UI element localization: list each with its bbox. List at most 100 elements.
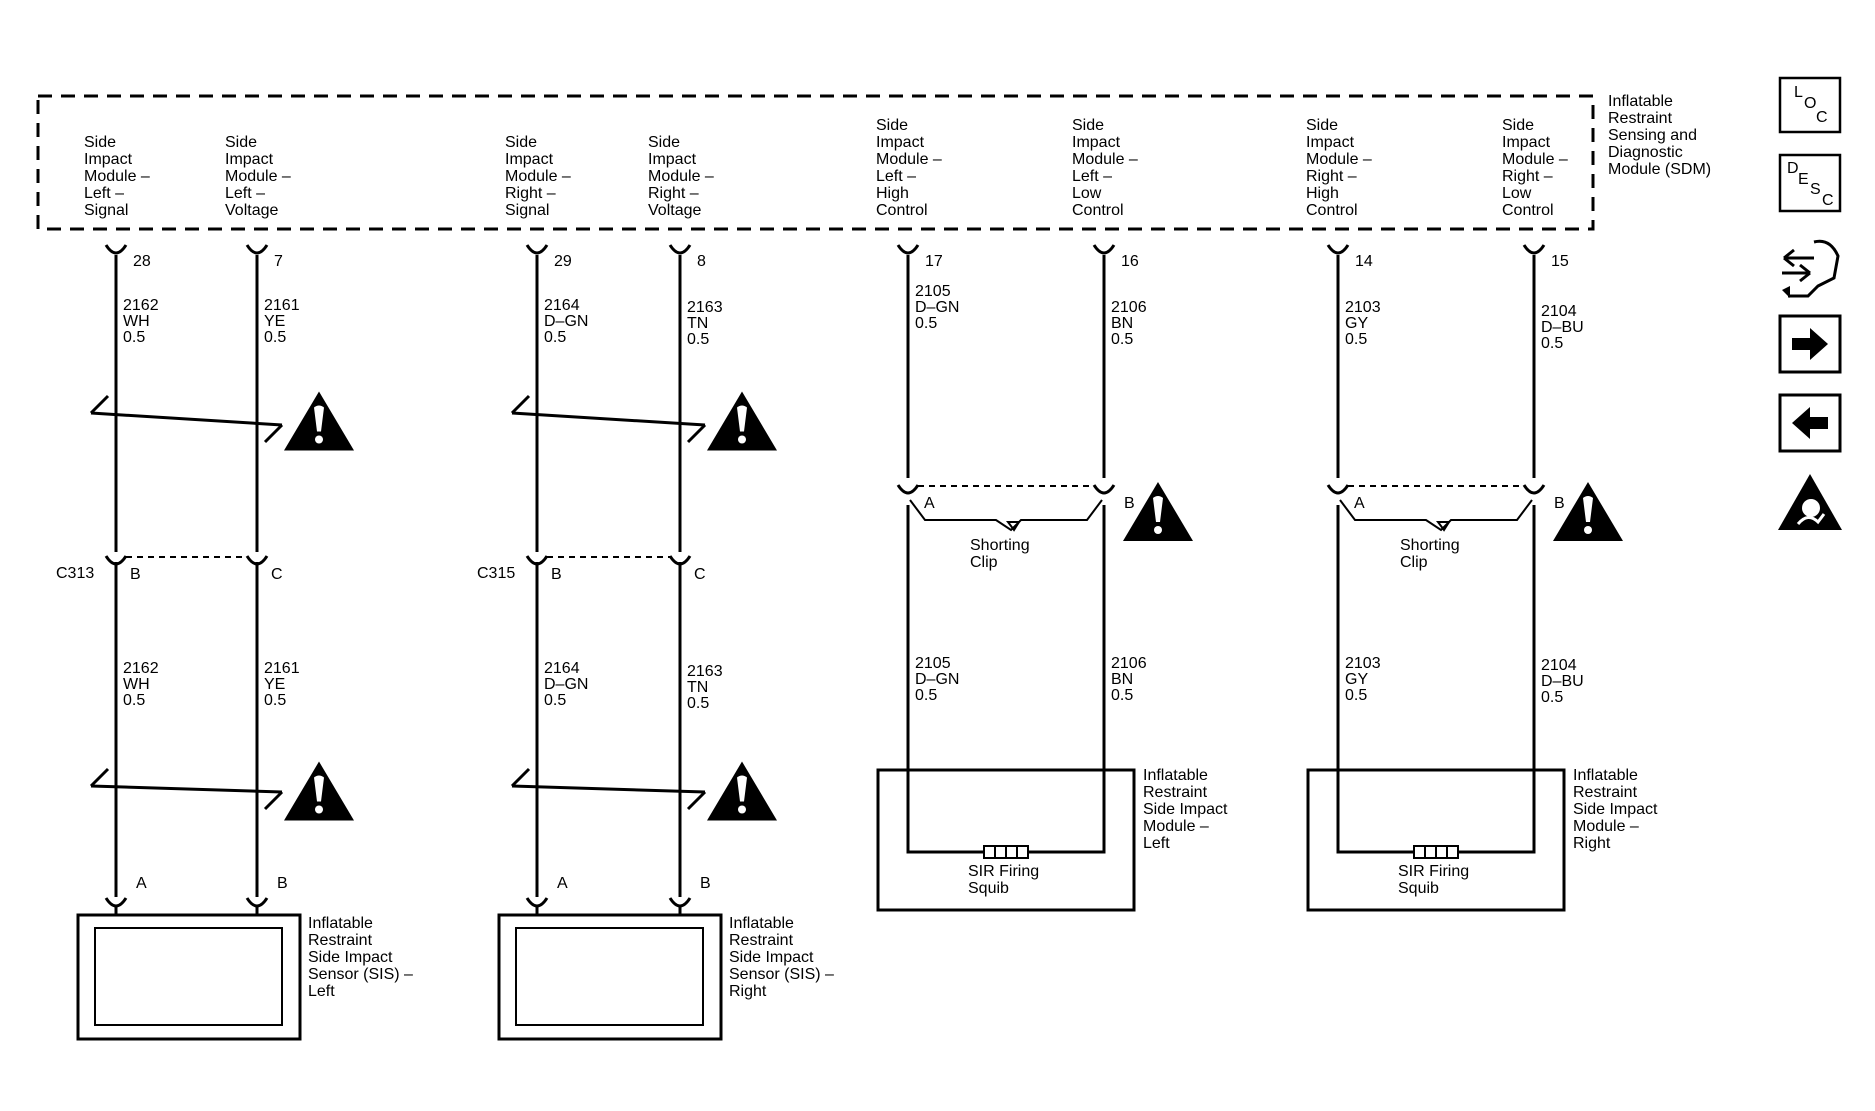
twist-line xyxy=(511,411,706,427)
terminal-label: Left – xyxy=(225,185,265,202)
terminal-label: Left – xyxy=(1072,168,1112,185)
wire-spec: 2161 xyxy=(264,297,300,314)
squib-label-line: SIR Firing xyxy=(1398,863,1469,880)
connector-cup xyxy=(1326,484,1350,495)
terminal-cup xyxy=(1326,244,1350,255)
terminal-label: Impact xyxy=(1502,134,1551,151)
arrow-left-part xyxy=(1783,248,1814,268)
terminal-label: Left – xyxy=(84,185,124,202)
wire-spec: D–GN xyxy=(544,676,588,693)
pin-number: 14 xyxy=(1355,253,1373,270)
wire-spec: D–GN xyxy=(544,313,588,330)
sensor-cup xyxy=(668,897,692,908)
pin-number: 29 xyxy=(554,253,572,270)
wire-spec: 0.5 xyxy=(915,315,937,332)
previous-button[interactable] xyxy=(1778,393,1842,453)
button-frame xyxy=(1778,76,1842,134)
wire-spec: YE xyxy=(264,313,285,330)
wrench-head xyxy=(1782,286,1790,298)
airbag-warning-icon xyxy=(1778,474,1842,530)
icon-letter: L xyxy=(1794,84,1803,101)
next-button[interactable] xyxy=(1778,314,1842,374)
wire-spec: 0.5 xyxy=(1541,689,1563,706)
caution-icon xyxy=(1553,482,1623,541)
sensor-pin: B xyxy=(700,875,711,892)
terminal-label: Side xyxy=(225,134,257,151)
wire-spec: D–BU xyxy=(1541,319,1584,336)
arrow-right-icon xyxy=(1792,328,1828,360)
terminal-label: Impact xyxy=(84,151,133,168)
terminal-label: Module – xyxy=(225,168,291,185)
wire-spec: 2164 xyxy=(544,660,580,677)
connector-tools-button[interactable] xyxy=(1782,239,1840,298)
twist-tick xyxy=(510,767,531,788)
module-label-line: Side Impact xyxy=(1573,801,1658,818)
wires xyxy=(114,255,1536,897)
connector-pin: B xyxy=(1554,495,1565,512)
sensor-label-line: Left xyxy=(308,983,335,1000)
sensor-label-line: Inflatable xyxy=(729,915,794,932)
wire-spec: 0.5 xyxy=(544,329,566,346)
module-label-line: Left xyxy=(1143,835,1170,852)
wire-spec: 0.5 xyxy=(123,692,145,709)
terminal-label: Right – xyxy=(505,185,556,202)
terminal-cup xyxy=(245,244,269,255)
connector-pin: B xyxy=(551,566,562,583)
sensor-label-line: Sensor (SIS) – xyxy=(308,966,413,983)
terminal-label: Low xyxy=(1072,185,1102,202)
wire-spec: 0.5 xyxy=(123,329,145,346)
terminal-label: Module – xyxy=(84,168,150,185)
airbag-shape xyxy=(1802,499,1820,517)
sdm-title-line: Diagnostic xyxy=(1608,144,1683,161)
terminal-label: High xyxy=(1306,185,1339,202)
wire-spec: 2105 xyxy=(915,655,951,672)
terminal-label: Module – xyxy=(876,151,942,168)
occupant-shape xyxy=(1796,513,1826,526)
module-housing xyxy=(1306,768,1566,912)
module-housing xyxy=(876,768,1136,912)
terminal-label: Module – xyxy=(1072,151,1138,168)
airbag-warning-button[interactable] xyxy=(1778,474,1842,530)
caution-dot xyxy=(1154,526,1162,534)
pin-number: 28 xyxy=(133,253,151,270)
twist-tick xyxy=(263,423,284,444)
pin-number: 8 xyxy=(697,253,706,270)
wire-spec: 2103 xyxy=(1345,655,1381,672)
wire-spec: 2106 xyxy=(1111,655,1147,672)
sdm-box xyxy=(36,94,1595,231)
squib-label-line: Squib xyxy=(968,880,1009,897)
loc-button[interactable]: LOC xyxy=(1778,76,1842,134)
wire-spec: 0.5 xyxy=(1345,687,1367,704)
sensor-label-line: Side Impact xyxy=(729,949,814,966)
sensor-cup xyxy=(245,897,269,908)
caution-dot xyxy=(738,435,746,444)
wire-spec: 2106 xyxy=(1111,299,1147,316)
terminal-label: Control xyxy=(1502,202,1554,219)
wire-spec: TN xyxy=(687,315,708,332)
module-label-line: Module – xyxy=(1143,818,1209,835)
caution-mark xyxy=(314,775,324,802)
terminal-label: Impact xyxy=(1306,134,1355,151)
twist-tick xyxy=(89,394,110,415)
sdm-title-line: Restraint xyxy=(1608,110,1673,127)
wire-spec: 0.5 xyxy=(687,695,709,712)
twist-tick xyxy=(89,767,110,788)
terminal-label: Module – xyxy=(648,168,714,185)
wire-spec: 2103 xyxy=(1345,299,1381,316)
